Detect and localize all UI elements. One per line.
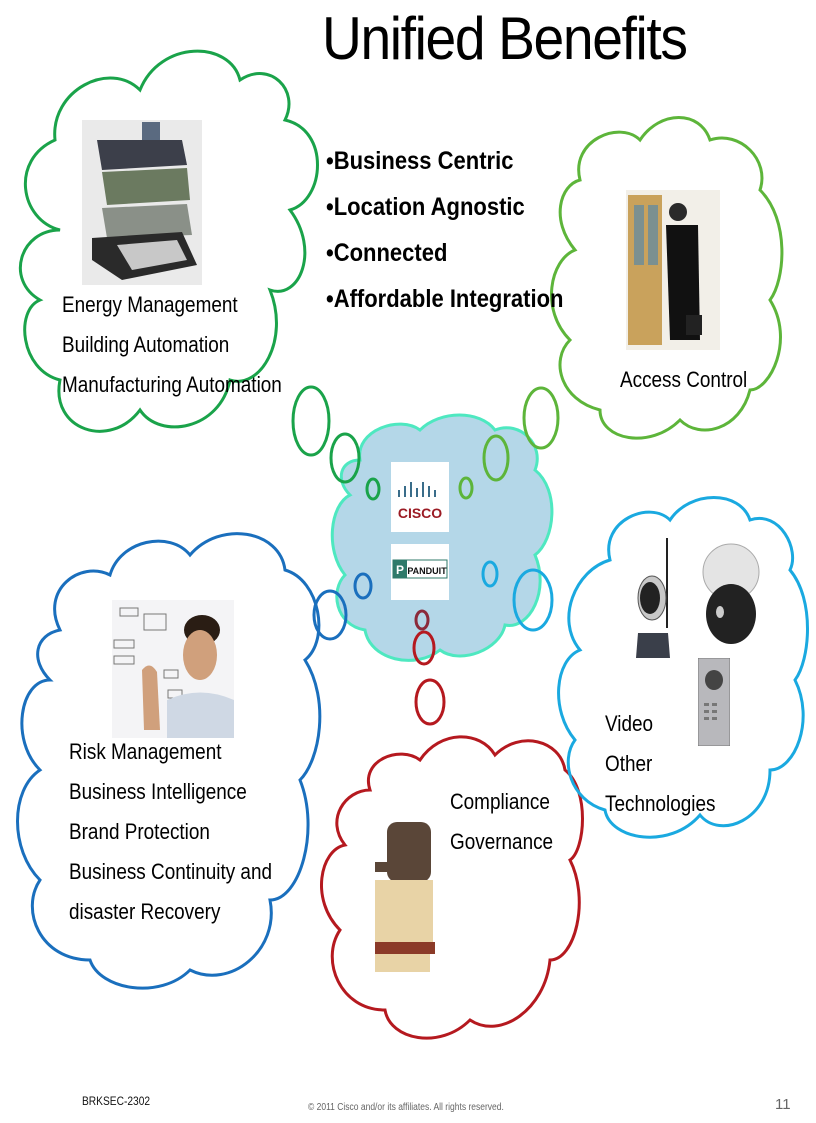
cloud-text-line: disaster Recovery <box>69 899 221 924</box>
cloud-text-line: Video <box>605 711 654 736</box>
wireless-camera-image <box>634 538 674 663</box>
cloud-text-line: Compliance <box>450 789 550 814</box>
session-id: BRKSEC-2302 <box>82 1094 151 1108</box>
cloud-text-line: Risk Management <box>69 739 222 764</box>
bullet-item: •Location Agnostic <box>326 193 525 221</box>
slide-title: Unified Benefits <box>322 5 688 72</box>
copyright-notice: © 2011 Cisco and/or its affiliates. All … <box>308 1102 504 1113</box>
panduit-logo: P PANDUIT <box>391 544 449 600</box>
cloud-text-line: Access Control <box>620 367 748 392</box>
building-cutaway-image <box>82 120 202 285</box>
cloud-text-line: Technologies <box>605 791 716 816</box>
building-cloud-text: Energy Management Building Automation Ma… <box>62 285 282 405</box>
video-cloud-outline <box>557 496 809 839</box>
svg-text:CISCO: CISCO <box>398 505 442 521</box>
video-cloud-text: Video Other Technologies <box>605 704 715 824</box>
bullet-item: •Business Centric <box>326 147 514 175</box>
bullet-item: •Affordable Integration <box>326 285 564 313</box>
bullet-item: •Connected <box>326 239 448 267</box>
compliance-cloud-text: Compliance Governance <box>450 782 553 862</box>
man-at-door-image <box>626 190 720 350</box>
risk-cloud-text: Risk Management Business Intelligence Br… <box>69 732 272 932</box>
building-cloud-outline <box>18 49 319 433</box>
cisco-logo: CISCO <box>391 462 449 532</box>
gavel-books-image <box>375 822 437 972</box>
cloud-text-line: Business Intelligence <box>69 779 247 804</box>
access-cloud-outline <box>550 116 784 440</box>
risk-cloud-outline <box>16 532 322 990</box>
compliance-cloud-outline <box>320 735 584 1040</box>
cloud-text-line: Business Continuity and <box>69 859 272 884</box>
thought-bubbles <box>291 385 560 726</box>
cloud-text-line: Building Automation <box>62 332 230 357</box>
cloud-text-line: Brand Protection <box>69 819 210 844</box>
svg-text:P: P <box>396 563 404 577</box>
center-cloud <box>330 413 554 662</box>
intercom-panel-image <box>697 657 731 747</box>
cloud-text-line: Other <box>605 751 653 776</box>
benefit-bullet-list: •Business Centric •Location Agnostic •Co… <box>326 138 563 322</box>
page-number: 11 <box>775 1096 791 1113</box>
cloud-text-line: Manufacturing Automation <box>62 372 282 397</box>
svg-text:PANDUIT: PANDUIT <box>407 566 447 576</box>
businessman-diagram-image <box>112 600 234 738</box>
access-cloud-text: Access Control <box>620 360 747 400</box>
cloud-text-line: Governance <box>450 829 554 854</box>
cloud-text-line: Energy Management <box>62 292 238 317</box>
dome-camera-image <box>700 542 762 647</box>
